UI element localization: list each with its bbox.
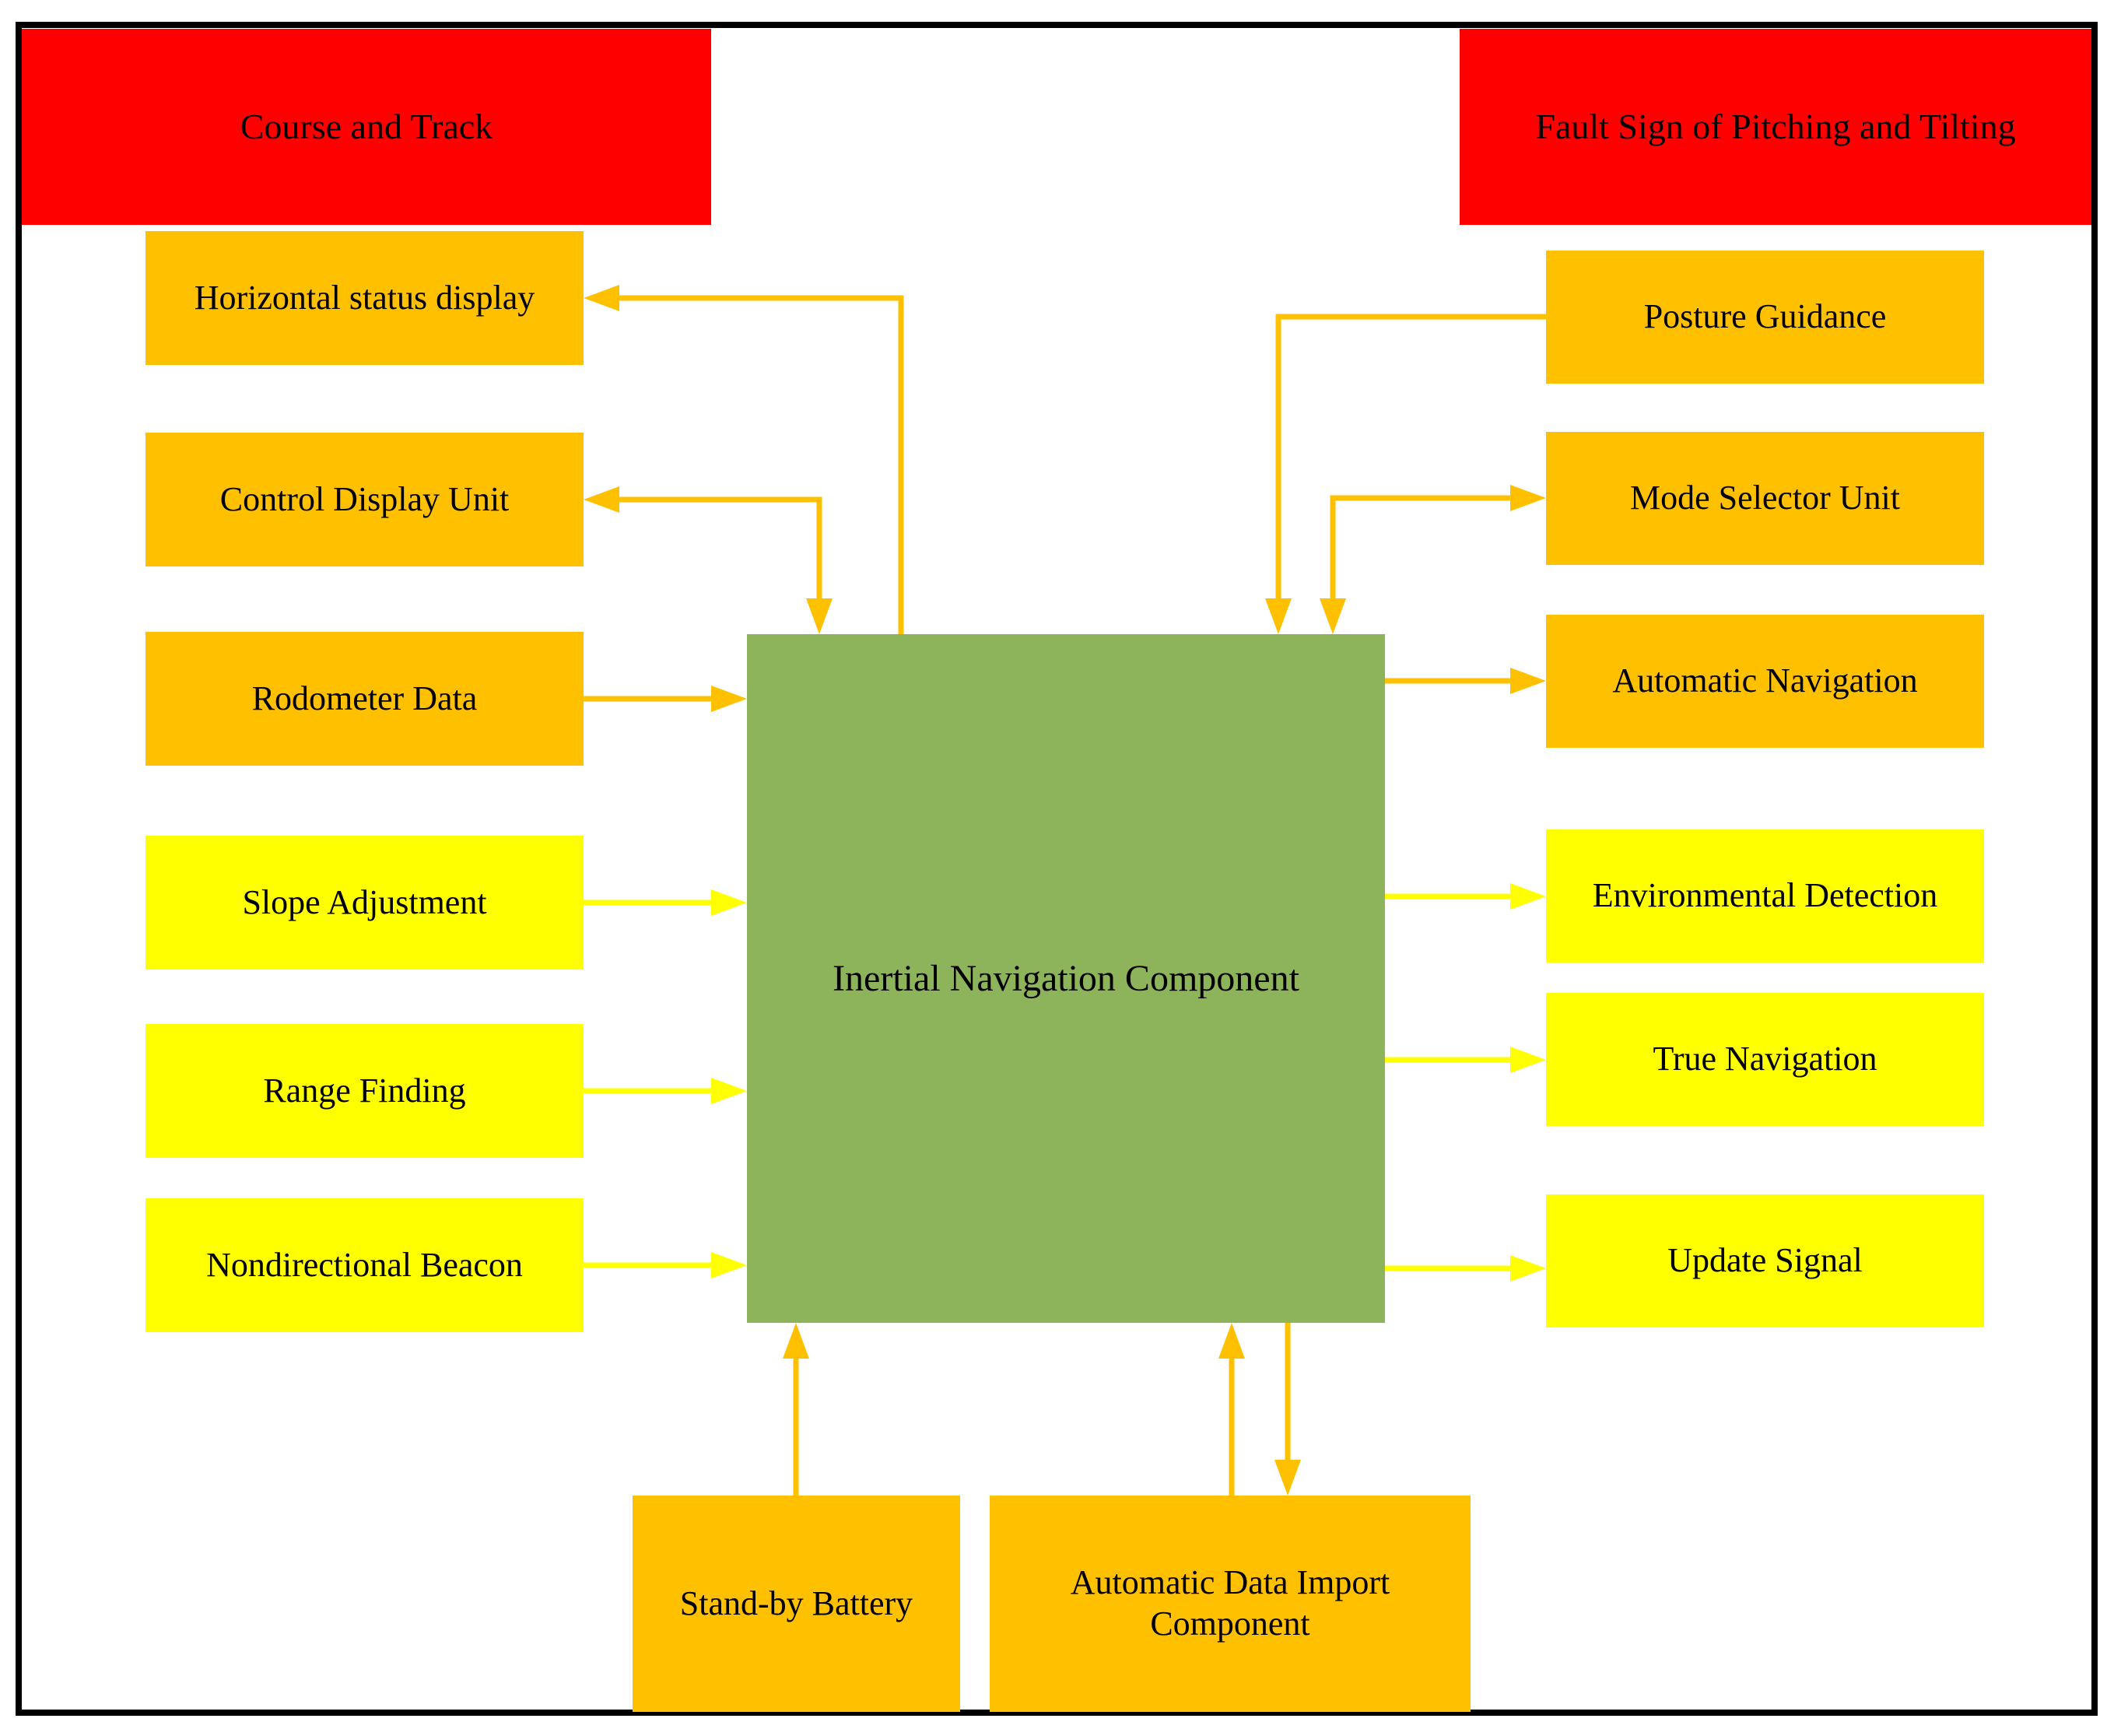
arrow-inc-to-update-signal — [1385, 1255, 1546, 1282]
box-update-signal: Update Signal — [1546, 1194, 1984, 1327]
posture-guidance-label: Posture Guidance — [1643, 297, 1887, 336]
box-environmental-detection: Environmental Detection — [1546, 829, 1984, 963]
box-posture-guidance: Posture Guidance — [1546, 251, 1984, 384]
arrow-mode-selector-unit-inc-bidirectional — [1320, 485, 1546, 634]
banner-fault-sign-of-pitching-and-tilting: Fault Sign of Pitching and Tilting — [1460, 29, 2091, 225]
arrow-inc-to-adic — [1274, 1323, 1301, 1496]
box-mode-selector-unit: Mode Selector Unit — [1546, 432, 1984, 565]
stand-by-battery-label: Stand-by Battery — [679, 1583, 913, 1622]
arrow-inc-to-true-navigation — [1385, 1047, 1546, 1073]
arrow-range-finding-to-inc — [584, 1078, 747, 1104]
arrow-posture-guidance-to-inc — [1265, 314, 1546, 634]
slope-adjustment-label: Slope Adjustment — [242, 882, 487, 921]
box-automatic-data-import-component: Automatic Data Import Component — [990, 1496, 1471, 1712]
arrow-inc-to-horizontal-status-display — [584, 285, 904, 634]
mode-selector-unit-label: Mode Selector Unit — [1629, 479, 1901, 517]
arrow-nondirectional-beacon-to-inc — [584, 1252, 747, 1278]
box-control-display-unit: Control Display Unit — [145, 433, 584, 566]
control-display-unit-label: Control Display Unit — [219, 479, 510, 518]
box-rodometer-data: Rodometer Data — [145, 632, 584, 766]
arrow-slope-adjustment-to-inc — [584, 889, 747, 916]
automatic-navigation-label: Automatic Navigation — [1612, 661, 1918, 700]
box-inertial-navigation-component: Inertial Navigation Component — [747, 634, 1385, 1323]
environmental-detection-label: Environmental Detection — [1592, 876, 1938, 915]
rodometer-data-label: Rodometer Data — [251, 679, 478, 717]
banner-fault-sign-label: Fault Sign of Pitching and Tilting — [1535, 107, 2016, 147]
box-automatic-navigation: Automatic Navigation — [1546, 615, 1984, 748]
box-true-navigation: True Navigation — [1546, 993, 1984, 1126]
box-nondirectional-beacon: Nondirectional Beacon — [145, 1198, 584, 1332]
box-stand-by-battery: Stand-by Battery — [633, 1496, 960, 1712]
box-range-finding: Range Finding — [145, 1024, 584, 1158]
horizontal-status-display-label: Horizontal status display — [194, 278, 535, 317]
banner-course-and-track-label: Course and Track — [240, 107, 493, 147]
banner-course-and-track: Course and Track — [22, 29, 711, 225]
range-finding-label: Range Finding — [263, 1071, 466, 1110]
nondirectional-beacon-label: Nondirectional Beacon — [206, 1245, 523, 1284]
arrow-rodometer-data-to-inc — [584, 686, 747, 712]
arrow-inc-to-environmental-detection — [1385, 883, 1546, 910]
arrow-control-display-unit-inc-bidirectional — [584, 486, 833, 634]
arrow-stand-by-battery-to-inc — [783, 1323, 809, 1496]
arrow-adic-to-inc — [1218, 1323, 1245, 1496]
outer-border — [16, 22, 2098, 1716]
update-signal-label: Update Signal — [1667, 1241, 1863, 1280]
automatic-data-import-component-label: Automatic Data Import Component — [1070, 1563, 1390, 1643]
box-slope-adjustment: Slope Adjustment — [145, 836, 584, 970]
arrow-inc-to-automatic-navigation — [1385, 668, 1546, 694]
true-navigation-label: True Navigation — [1653, 1040, 1877, 1078]
box-horizontal-status-display: Horizontal status display — [145, 231, 584, 365]
inertial-navigation-component-label: Inertial Navigation Component — [833, 957, 1299, 999]
